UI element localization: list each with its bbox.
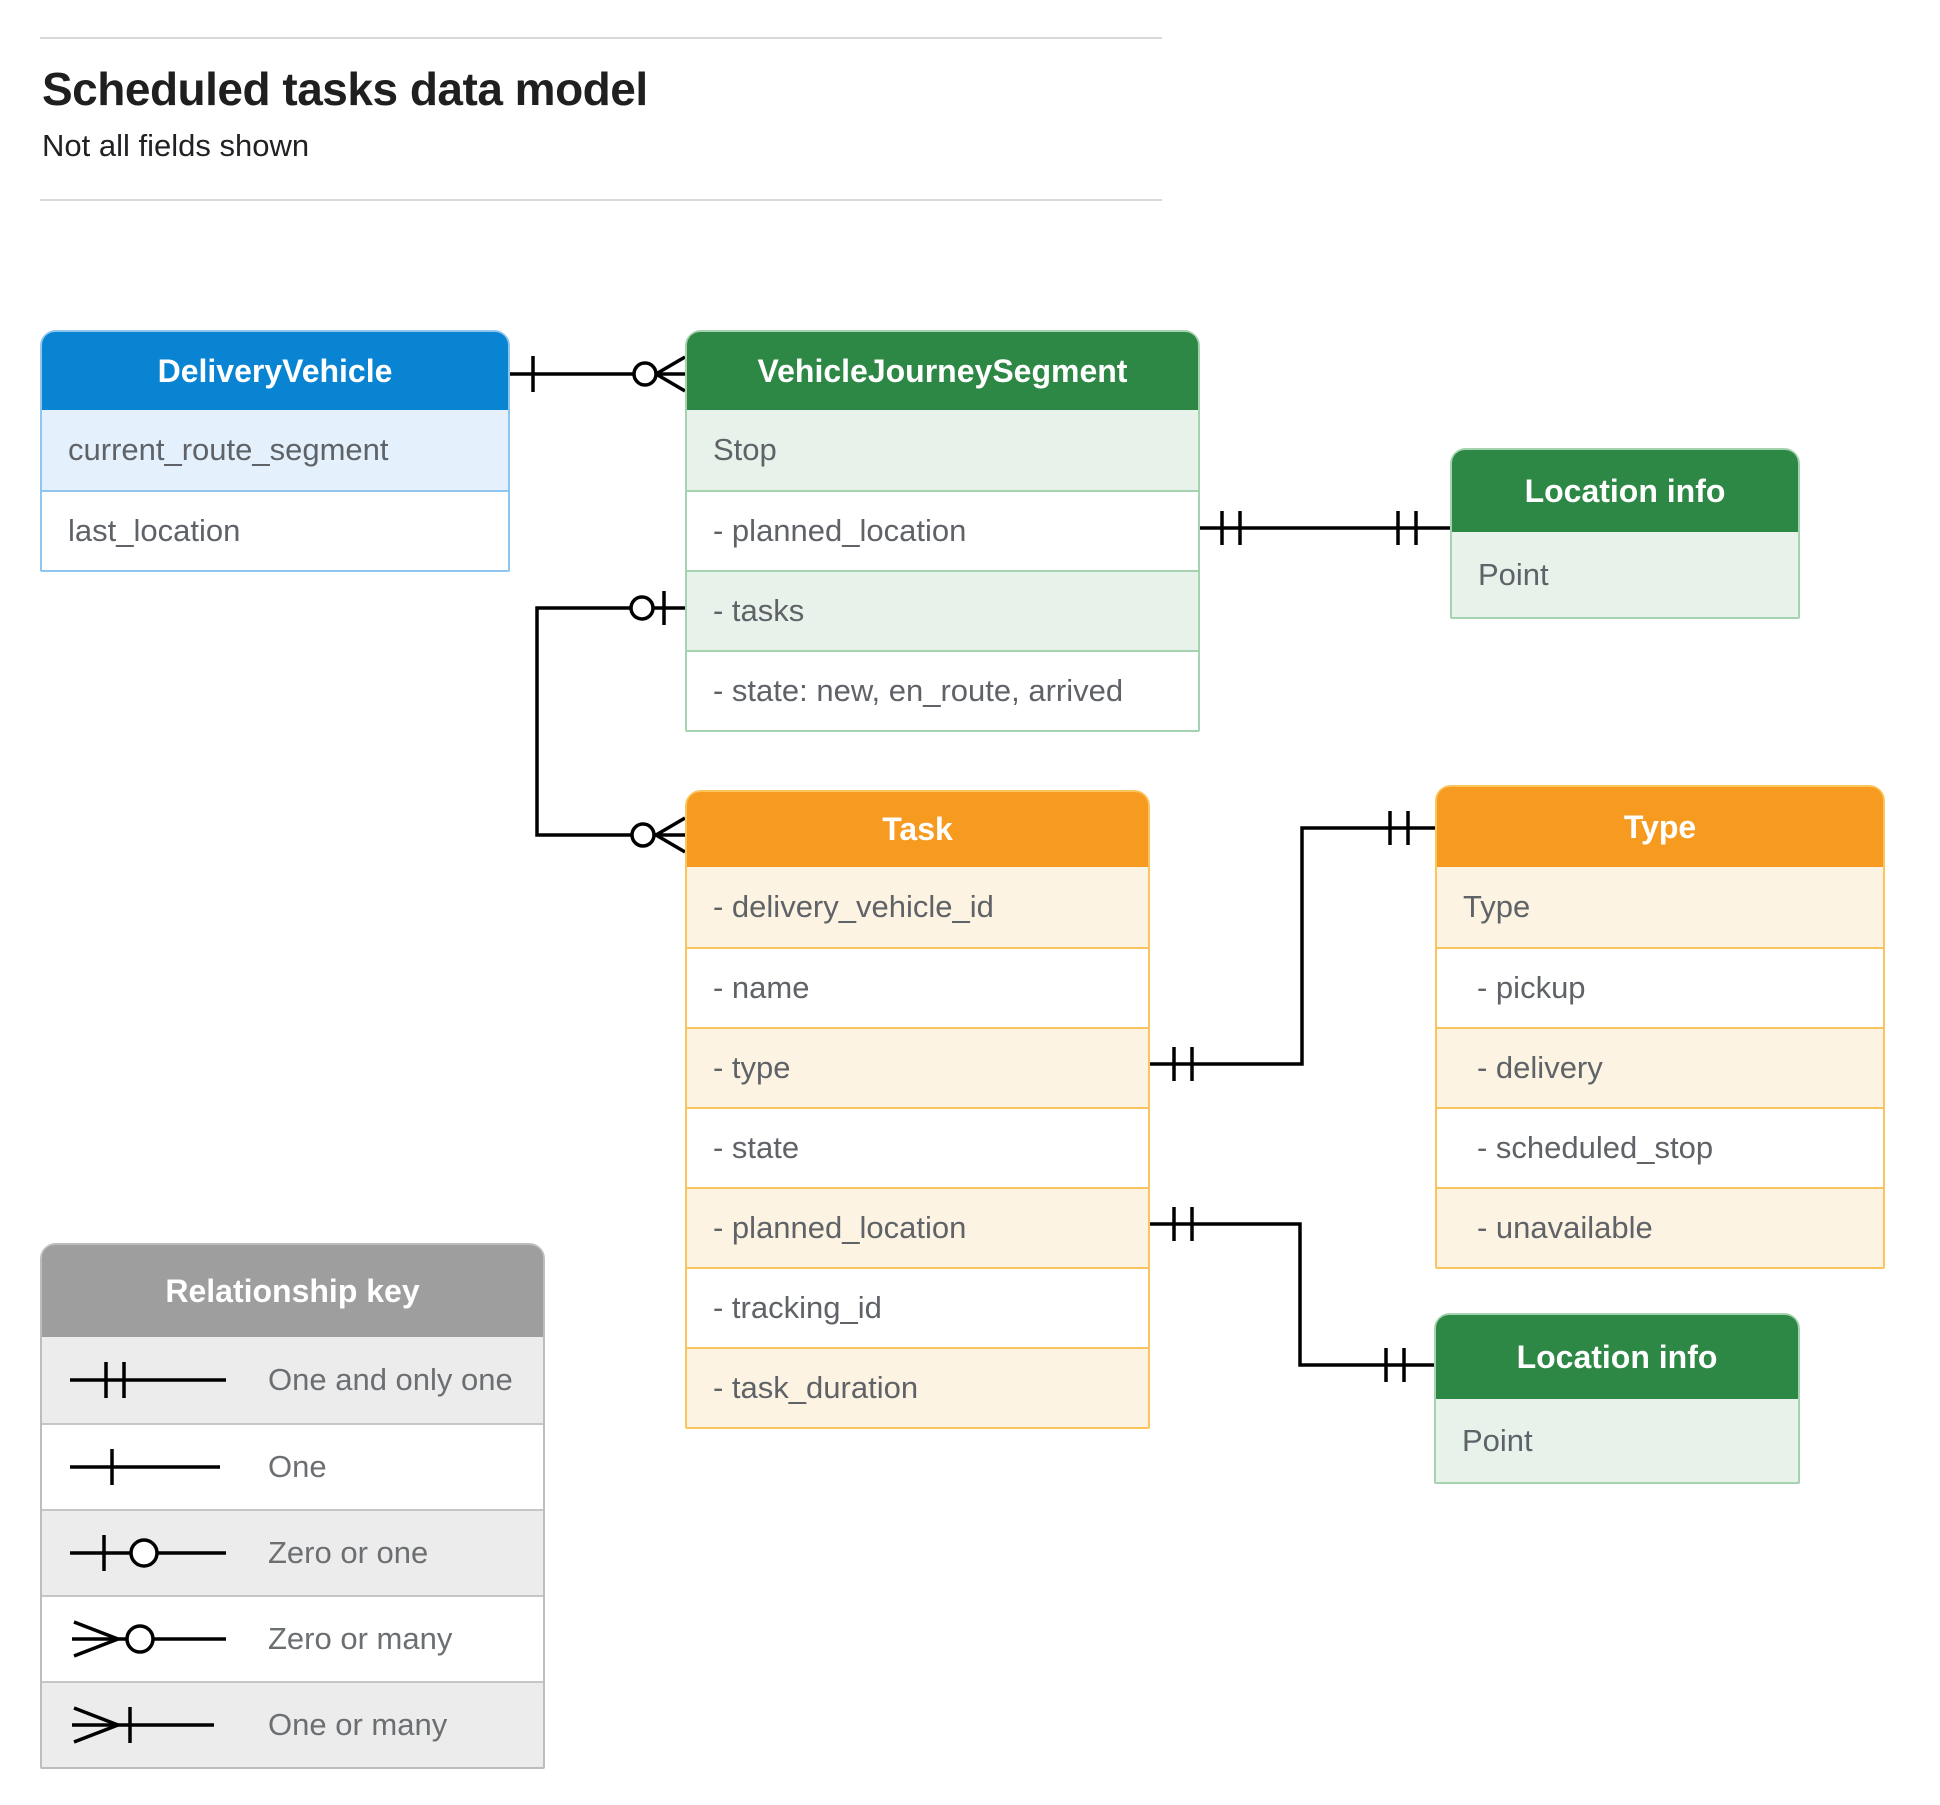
entity-location-info-task: Location info Point <box>1434 1313 1800 1484</box>
entity-location-info-task-title: Location info <box>1436 1315 1798 1399</box>
entity-vehicle-journey-segment: VehicleJourneySegment Stop - planned_loc… <box>685 330 1200 732</box>
field-planned-location: - planned_location <box>687 490 1198 570</box>
connector-task-locationinfo <box>1150 1207 1434 1382</box>
legend-label: One <box>268 1449 327 1484</box>
legend-label: One and only one <box>268 1362 513 1397</box>
legend-label: One or many <box>268 1707 448 1742</box>
entity-location-info-stop-title: Location info <box>1452 450 1798 532</box>
relationship-key-title: Relationship key <box>42 1245 543 1337</box>
legend-item-one-and-only-one: One and only one <box>42 1337 543 1423</box>
connector-deliveryvehicle-vehiclejourneysegment <box>510 355 686 393</box>
entity-task-title: Task <box>687 792 1148 867</box>
legend-item-zero-or-many: Zero or many <box>42 1595 543 1681</box>
top-divider-line <box>40 37 1162 39</box>
field-state: - state: new, en_route, arrived <box>687 650 1198 730</box>
field-stop: Stop <box>687 410 1198 490</box>
entity-delivery-vehicle: DeliveryVehicle current_route_segment la… <box>40 330 510 572</box>
field-type-label: Type <box>1437 867 1883 947</box>
relationship-key-legend: Relationship key One and only one One Ze… <box>40 1243 545 1769</box>
one-and-only-one-icon <box>70 1362 226 1398</box>
connector-vehiclejourneysegment-task <box>535 591 686 854</box>
field-scheduled-stop: - scheduled_stop <box>1437 1107 1883 1187</box>
legend-item-one-or-many: One or many <box>42 1681 543 1767</box>
zero-or-one-icon <box>70 1535 226 1571</box>
entity-vehicle-journey-segment-title: VehicleJourneySegment <box>687 332 1198 410</box>
one-icon <box>70 1449 220 1485</box>
one-or-many-icon <box>72 1706 214 1744</box>
field-type: - type <box>687 1027 1148 1107</box>
legend-item-one: One <box>42 1423 543 1509</box>
field-point: Point <box>1452 532 1798 617</box>
legend-item-zero-or-one: Zero or one <box>42 1509 543 1595</box>
legend-label: Zero or one <box>268 1535 429 1570</box>
page-subtitle: Not all fields shown <box>42 128 310 163</box>
field-state: - state <box>687 1107 1148 1187</box>
field-current-route-segment: current_route_segment <box>42 410 508 490</box>
field-task-duration: - task_duration <box>687 1347 1148 1427</box>
field-pickup: - pickup <box>1437 947 1883 1027</box>
field-tasks: - tasks <box>687 570 1198 650</box>
field-last-location: last_location <box>42 490 508 570</box>
field-planned-location: - planned_location <box>687 1187 1148 1267</box>
page-title: Scheduled tasks data model <box>42 63 648 115</box>
entity-type-title: Type <box>1437 787 1883 867</box>
field-name: - name <box>687 947 1148 1027</box>
bottom-divider-line <box>40 199 1162 201</box>
legend-label: Zero or many <box>268 1621 453 1656</box>
field-delivery-vehicle-id: - delivery_vehicle_id <box>687 867 1148 947</box>
entity-task: Task - delivery_vehicle_id - name - type… <box>685 790 1150 1429</box>
field-point: Point <box>1436 1399 1798 1482</box>
connector-vehiclejourneysegment-locationinfo <box>1200 511 1450 545</box>
entity-location-info-stop: Location info Point <box>1450 448 1800 619</box>
field-unavailable: - unavailable <box>1437 1187 1883 1267</box>
field-delivery: - delivery <box>1437 1027 1883 1107</box>
field-tracking-id: - tracking_id <box>687 1267 1148 1347</box>
connector-task-type <box>1150 811 1435 1081</box>
entity-delivery-vehicle-title: DeliveryVehicle <box>42 332 508 410</box>
entity-type: Type Type - pickup - delivery - schedule… <box>1435 785 1885 1269</box>
zero-or-many-icon <box>72 1620 226 1658</box>
